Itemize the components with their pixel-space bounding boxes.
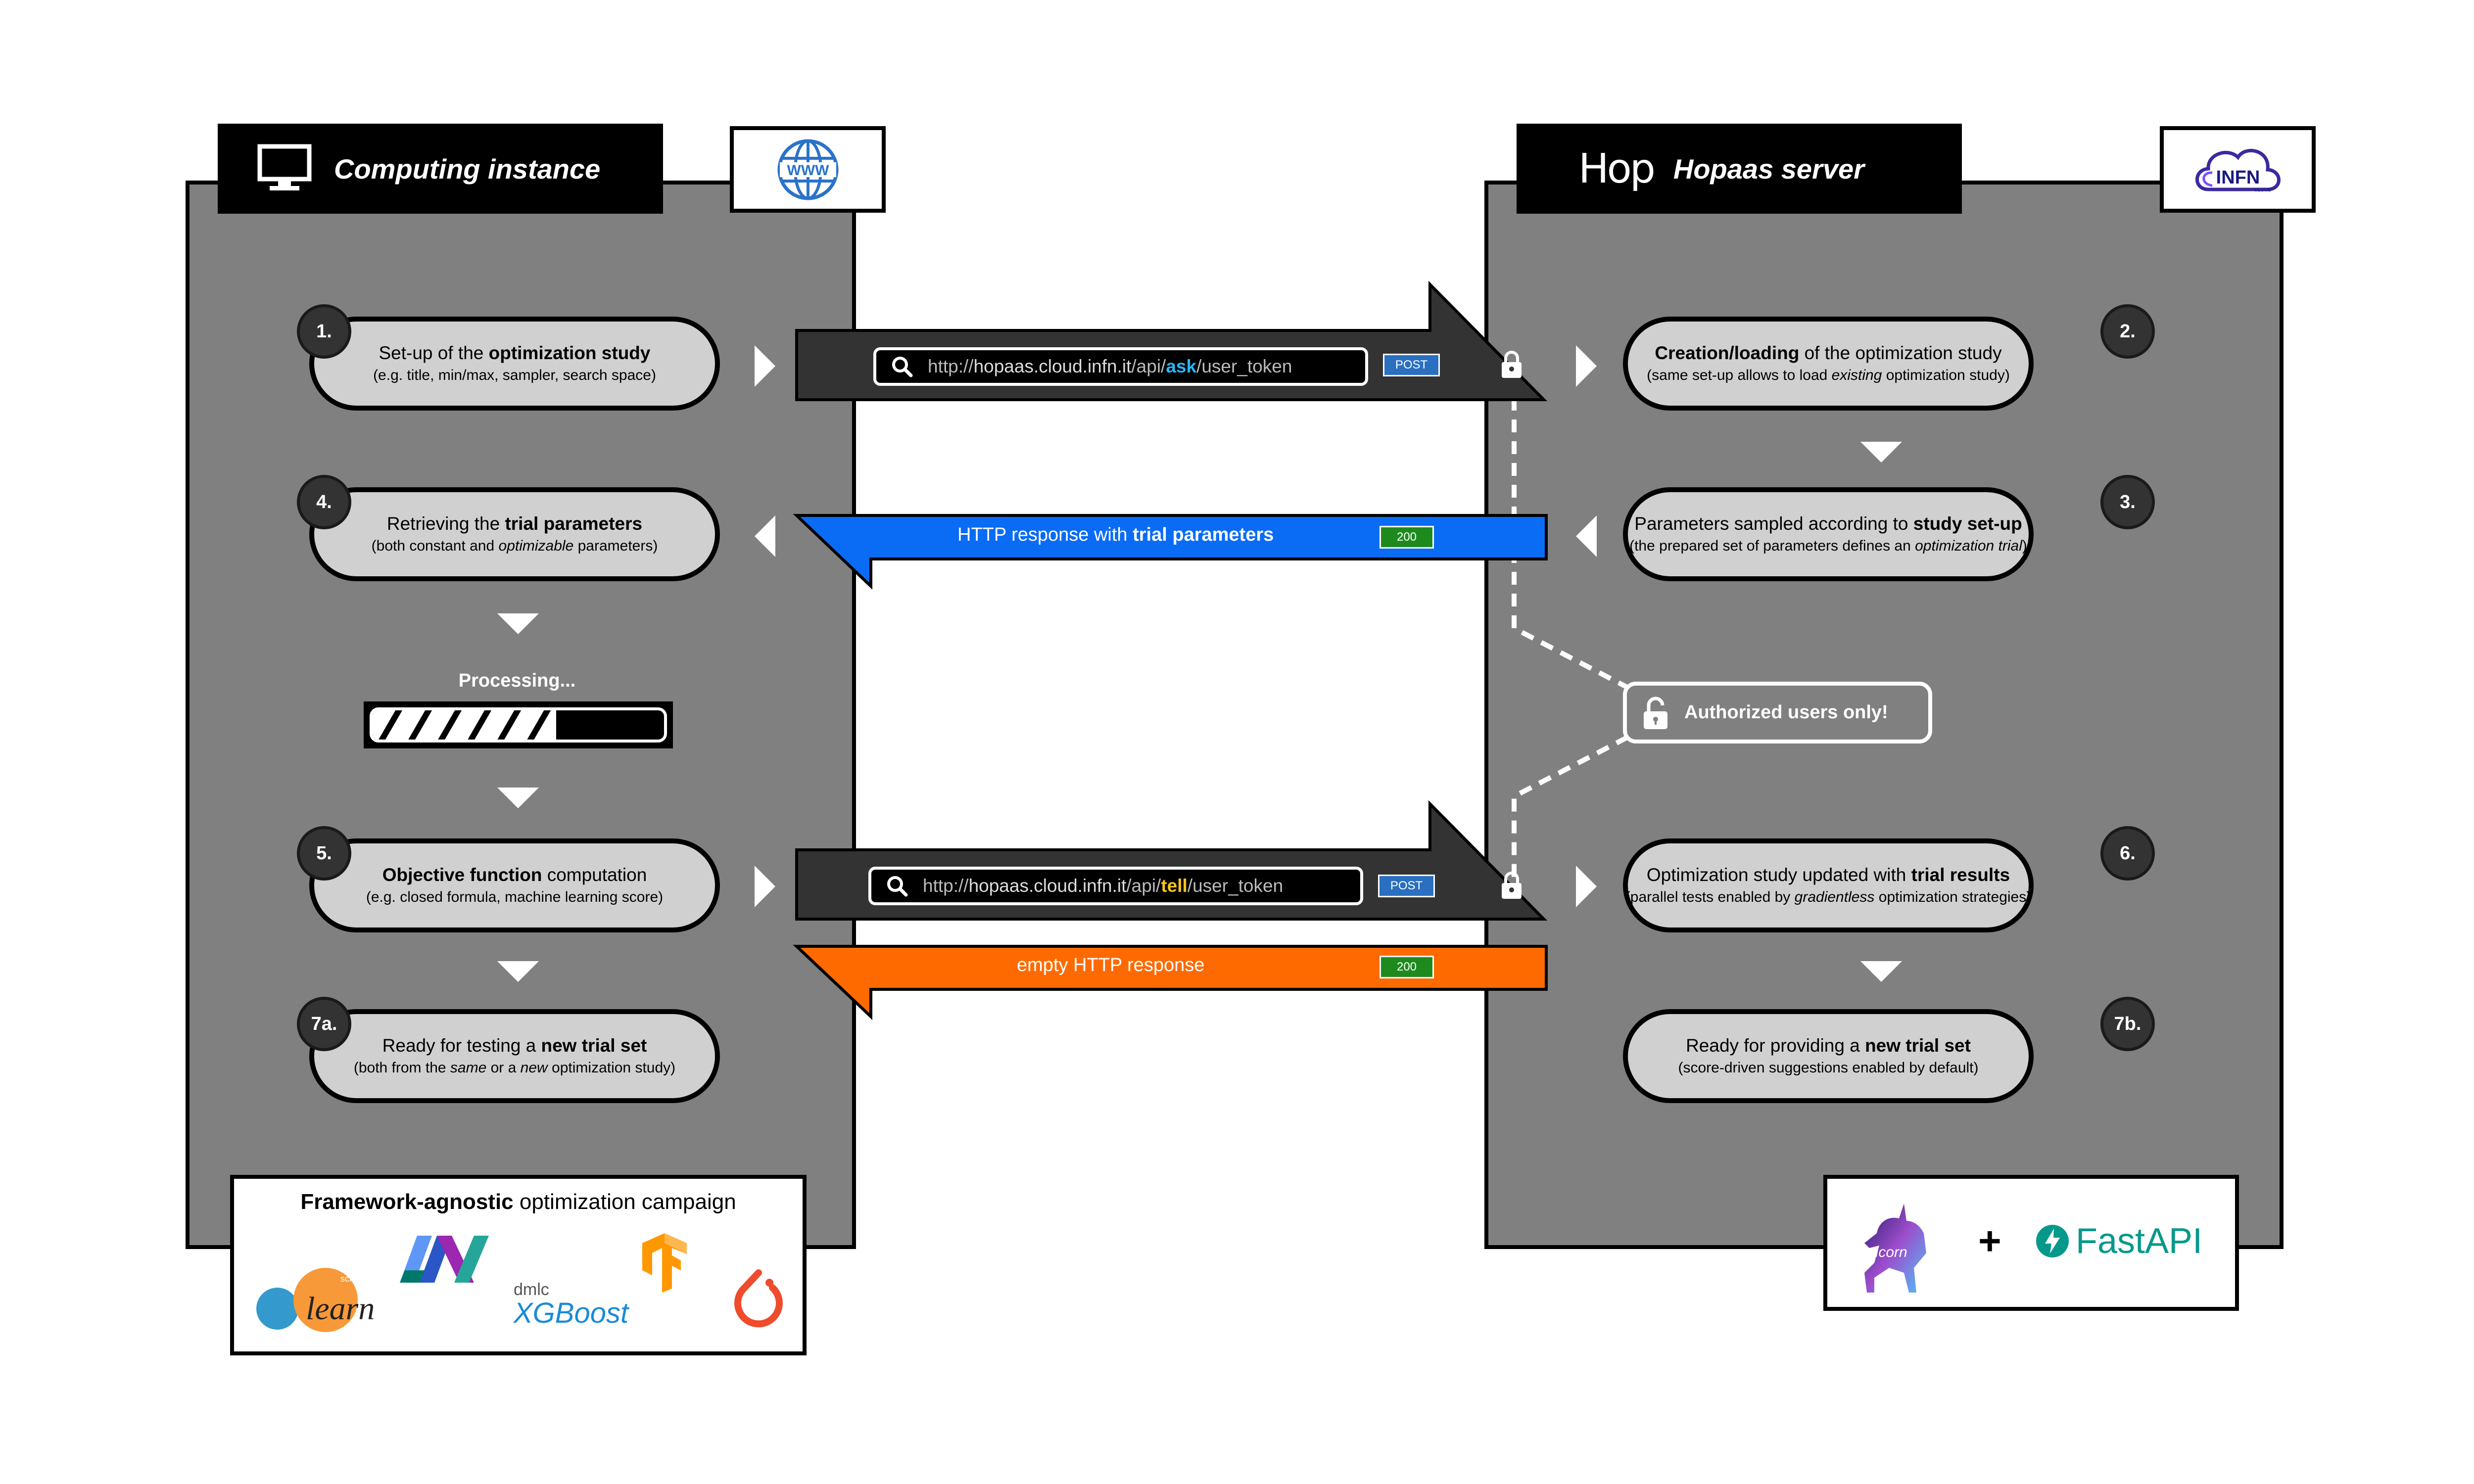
svg-text:WWW: WWW xyxy=(787,162,829,179)
unlock-icon xyxy=(1644,696,1667,729)
step-4-retrieve: Retrieving the trial parameters (both co… xyxy=(309,487,720,581)
step-3-sampling: Parameters sampled according to study se… xyxy=(1623,487,2034,581)
post-method-badge: POST xyxy=(1378,875,1435,897)
fastapi-logo: FastAPI xyxy=(2035,1221,2202,1261)
scikit-learn-logo: scikit learn xyxy=(256,1263,385,1337)
lightning-icon xyxy=(2036,1225,2069,1257)
jax-logo xyxy=(395,1228,494,1290)
frameworks-title: Framework-agnostic optimization campaign xyxy=(300,1190,736,1214)
globe-www-icon: WWW xyxy=(777,139,838,200)
svg-text:CLOUD: CLOUD xyxy=(2254,187,2271,193)
lock-icon xyxy=(1502,872,1522,899)
search-icon xyxy=(892,357,913,377)
hop-logo: Hop xyxy=(1578,145,1656,192)
xgboost-logo: dmlc XGBoost xyxy=(514,1280,629,1329)
hopaas-server-title: Hopaas server xyxy=(1673,153,1864,185)
step-7a-number: 7a. xyxy=(297,997,351,1051)
post-method-badge: POST xyxy=(1383,354,1440,376)
monitor-icon xyxy=(257,144,312,190)
infn-cloud-logo-box: INFN CLOUD xyxy=(2160,126,2316,213)
step-2-number: 2. xyxy=(2100,304,2155,359)
step-7b-ready: Ready for providing a new trial set (sco… xyxy=(1623,1009,2034,1103)
trial-parameters-response-text: HTTP response with trial parameters xyxy=(957,524,1274,545)
arrow-down-marker xyxy=(1860,442,1902,463)
www-logo-box: WWW xyxy=(730,126,886,213)
arrow-down-marker xyxy=(497,613,539,634)
arrow-left-marker xyxy=(755,515,775,557)
authorized-users-badge: Authorized users only! xyxy=(1623,682,1932,743)
arrow-right-marker xyxy=(1576,345,1597,387)
infn-cloud-logo: INFN CLOUD xyxy=(2195,148,2281,193)
progress-bar xyxy=(364,701,673,748)
server-stack-box: uvicorn + FastAPI xyxy=(1823,1175,2239,1311)
step-6-updated: Optimization study updated with trial re… xyxy=(1623,838,2034,932)
computing-instance-title: Computing instance xyxy=(334,153,601,185)
arrow-right-marker xyxy=(755,345,775,387)
uvicorn-logo: uvicorn xyxy=(1845,1199,1944,1298)
step-7a-ready: Ready for testing a new trial set (both … xyxy=(309,1009,720,1103)
svg-text:INFN: INFN xyxy=(2216,167,2260,188)
step-4-number: 4. xyxy=(297,475,351,529)
status-200-badge: 200 xyxy=(1380,956,1434,978)
hopaas-server-titlebar: Hop Hopaas server xyxy=(1517,124,1962,214)
step-3-number: 3. xyxy=(2100,475,2155,529)
tensorflow-logo xyxy=(637,1233,692,1295)
arrow-left-marker xyxy=(1576,515,1597,557)
step-1-setup: Set-up of the optimization study (e.g. t… xyxy=(309,317,720,411)
step-6-number: 6. xyxy=(2100,826,2155,881)
arrow-down-marker xyxy=(497,961,539,982)
arrow-down-marker xyxy=(1860,961,1902,982)
search-icon xyxy=(887,876,908,897)
arrow-right-marker xyxy=(1576,866,1597,907)
tell-url-bar: http://hopaas.cloud.infn.it/api/tell/use… xyxy=(868,867,1363,905)
processing-label: Processing... xyxy=(458,670,576,691)
step-1-number: 1. xyxy=(297,304,351,359)
progress-fill xyxy=(373,710,557,740)
trial-parameters-response-arrow xyxy=(793,514,1548,590)
status-200-badge: 200 xyxy=(1380,526,1434,549)
arrow-down-marker xyxy=(497,788,539,808)
pytorch-logo xyxy=(729,1268,788,1340)
step-5-number: 5. xyxy=(297,826,351,881)
ask-url-bar: http://hopaas.cloud.infn.it/api/ask/user… xyxy=(873,347,1368,386)
plus-sign: + xyxy=(1978,1219,2001,1263)
empty-response-text: empty HTTP response xyxy=(1017,955,1205,975)
step-7b-number: 7b. xyxy=(2100,997,2155,1051)
frameworks-box: Framework-agnostic optimization campaign… xyxy=(230,1175,807,1355)
empty-response-arrow xyxy=(793,945,1548,1020)
computing-instance-titlebar: Computing instance xyxy=(218,124,663,214)
step-2-creation: Creation/loading of the optimization stu… xyxy=(1623,317,2034,411)
step-5-objective: Objective function computation (e.g. clo… xyxy=(309,838,720,932)
lock-icon xyxy=(1502,351,1522,378)
arrow-right-marker xyxy=(755,866,775,907)
